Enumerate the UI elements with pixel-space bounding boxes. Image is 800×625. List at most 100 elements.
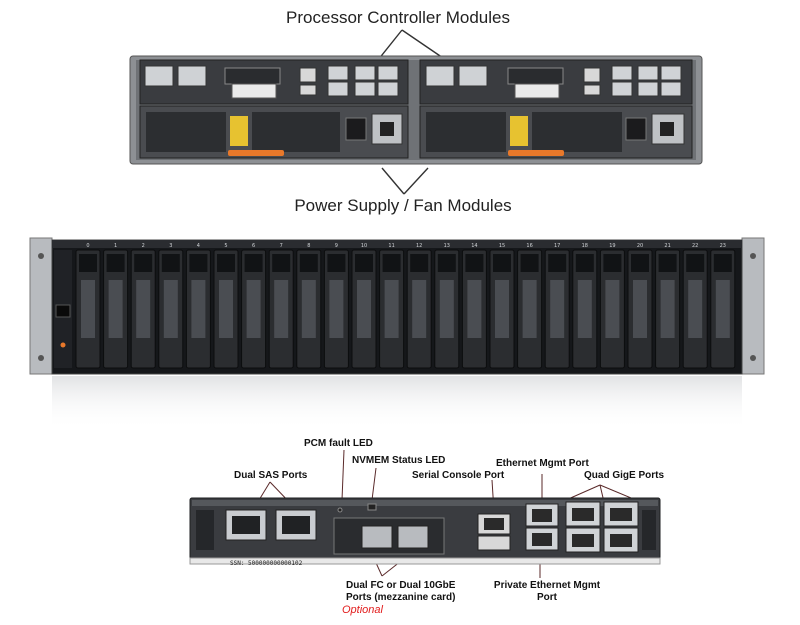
controller-module-left	[139, 59, 409, 105]
callout-pcm-fault-led: PCM fault LED	[304, 438, 373, 449]
drive-latch	[686, 254, 705, 272]
drive-vent-grill	[108, 280, 123, 338]
drive-bay: 23	[710, 243, 736, 369]
drive-vent-grill	[660, 280, 675, 338]
drive-latch	[217, 254, 235, 272]
bay-number-label: 5	[224, 243, 227, 249]
drive-vent-grill	[301, 280, 316, 338]
drive-bay: 14	[461, 243, 487, 369]
bay-number-label: 19	[609, 243, 615, 249]
drive-bay: 17	[544, 243, 570, 369]
bay-number-label: 23	[720, 243, 726, 249]
drive-vent-grill	[495, 280, 509, 338]
drive-latch	[631, 254, 649, 272]
controller-modules-title: Processor Controller Modules	[286, 8, 510, 27]
drive-latch	[575, 254, 594, 272]
bay-number-label: 2	[142, 243, 145, 249]
callout-private-eth-line2: Port	[537, 592, 557, 603]
drive-latch	[437, 254, 456, 272]
drive-vent-grill	[219, 280, 233, 338]
drive-latch	[189, 254, 208, 272]
controller-module-right	[419, 59, 693, 105]
callout-private-ethernet-mgmt: Private Ethernet Mgmt Port	[486, 580, 608, 604]
drive-vent-grill	[163, 280, 178, 338]
mezzanine-card	[333, 517, 445, 555]
drive-bay: 6	[241, 243, 267, 369]
drive-vent-grill	[329, 280, 344, 338]
controller-callout-arrows	[377, 29, 447, 61]
drive-latch	[244, 254, 263, 272]
drive-bay: 7	[268, 243, 294, 369]
bay-number-label: 9	[335, 243, 338, 249]
drive-latch	[106, 254, 125, 272]
drive-bay: 19	[599, 243, 625, 369]
drive-vent-grill	[715, 280, 730, 338]
callout-serial-console-port: Serial Console Port	[412, 470, 505, 481]
callout-quad-gige-ports: Quad GigE Ports	[584, 470, 665, 481]
drive-vent-grill	[191, 280, 206, 338]
drive-vent-grill	[467, 280, 482, 338]
callout-dual-fc-line1: Dual FC or Dual 10GbE	[346, 580, 456, 591]
bay-number-label: 17	[554, 243, 560, 249]
drive-vent-grill	[439, 280, 454, 338]
drive-latch	[161, 254, 180, 272]
drive-vent-grill	[274, 280, 289, 338]
bay-number-label: 15	[499, 243, 505, 249]
drive-bay: 15	[489, 243, 515, 369]
drive-latch	[134, 254, 153, 272]
drive-bay: 18	[572, 243, 598, 369]
drive-vent-grill	[81, 280, 95, 338]
callout-dual-sas-ports: Dual SAS Ports	[234, 470, 308, 481]
drive-bay: 11	[379, 243, 405, 369]
drive-vent-grill	[246, 280, 261, 338]
bay-number-label: 10	[361, 243, 367, 249]
serial-number-sticker: SSN: 500000000000102	[230, 560, 303, 567]
bay-number-label: 13	[444, 243, 450, 249]
power-supply-left	[139, 105, 409, 159]
drive-latch	[658, 254, 677, 272]
drive-bay: 5	[213, 243, 239, 369]
bay-number-label: 6	[252, 243, 255, 249]
callout-dual-fc-line2: Ports (mezzanine card)	[346, 592, 456, 603]
drive-vent-grill	[357, 280, 371, 338]
drive-bay: 0	[75, 243, 101, 369]
bay-number-label: 22	[692, 243, 698, 249]
drive-bay: 2	[130, 243, 156, 369]
sas-ports	[225, 509, 317, 541]
drive-latch	[355, 254, 373, 272]
power-supply-right	[419, 105, 693, 159]
bay-number-label: 14	[471, 243, 477, 249]
drive-latch	[299, 254, 318, 272]
bay-number-label: 12	[416, 243, 422, 249]
callout-ethernet-mgmt-port: Ethernet Mgmt Port	[496, 458, 589, 469]
quad-gige-ports	[565, 501, 639, 553]
drive-bay: 10	[351, 243, 377, 369]
drive-bay: 1	[103, 243, 129, 369]
bay-number-label: 1	[114, 243, 117, 249]
drive-latch	[79, 254, 97, 272]
callout-optional-label: Optional	[342, 604, 383, 616]
drive-bay: 20	[627, 243, 653, 369]
drive-vent-grill	[384, 280, 399, 338]
callout-private-eth-line1: Private Ethernet Mgmt	[493, 580, 601, 591]
callout-dual-fc-ports: Dual FC or Dual 10GbE Ports (mezzanine c…	[346, 580, 455, 604]
bay-number-label: 3	[169, 243, 172, 249]
drive-latch	[382, 254, 401, 272]
bay-number-label: 11	[388, 243, 394, 249]
drive-vent-grill	[550, 280, 565, 338]
drive-vent-grill	[522, 280, 537, 338]
chassis-reflection	[52, 376, 742, 430]
drive-bay: 4	[185, 243, 211, 369]
drive-latch	[465, 254, 484, 272]
drive-bay: 12	[406, 243, 432, 369]
drive-bay: 3	[158, 243, 184, 369]
drive-bay: 22	[682, 243, 708, 369]
drive-bay: 9	[323, 243, 349, 369]
drive-vent-grill	[577, 280, 592, 338]
callout-nvmem-status-led: NVMEM Status LED	[352, 455, 446, 466]
drive-bay: 8	[296, 243, 322, 369]
controller-detail-view	[189, 449, 661, 578]
drive-bay: 21	[655, 243, 681, 369]
rear-chassis-view	[129, 29, 703, 195]
